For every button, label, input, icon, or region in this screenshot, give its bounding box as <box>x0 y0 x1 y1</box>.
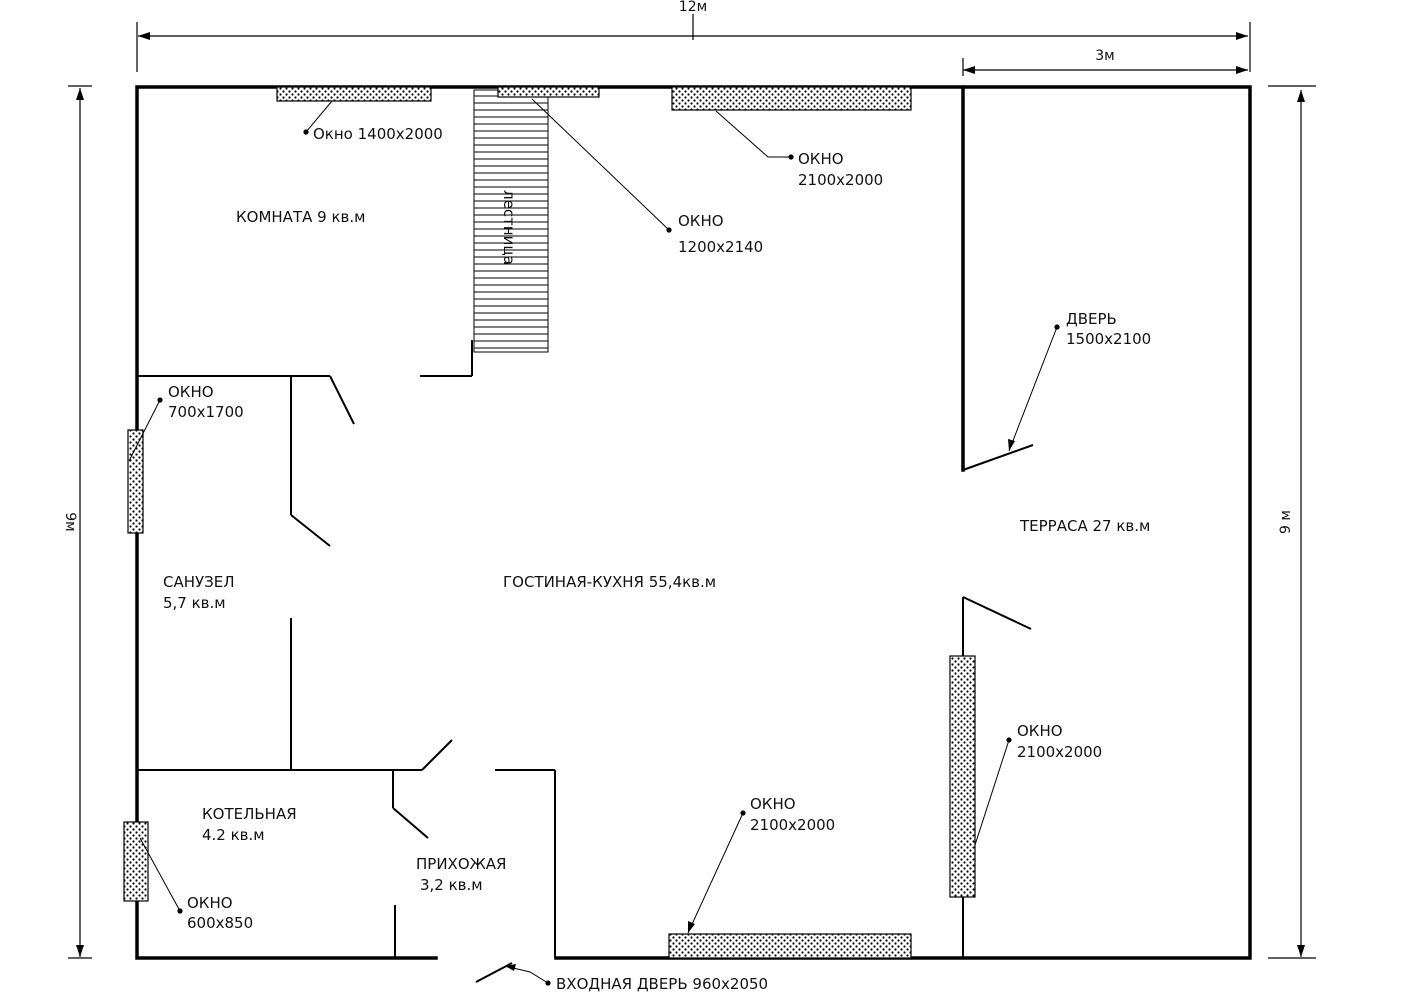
window-1200-name: ОКНО <box>678 212 724 230</box>
window-600-size: 600x850 <box>187 914 253 932</box>
window-700-size: 700x1700 <box>168 403 244 421</box>
dimension-right-label: 9 м <box>1278 510 1294 534</box>
window-2100x2000-bottom <box>668 933 912 959</box>
window-600x850 <box>123 821 149 902</box>
dimension-left: 9м <box>62 85 92 959</box>
window-700x1700 <box>127 429 144 534</box>
window-600-name: ОКНО <box>187 894 233 912</box>
window-1200-size: 1200x2140 <box>678 238 763 256</box>
window-1200x2140 <box>497 86 600 98</box>
terrace-door-size: 1500x2100 <box>1066 330 1151 348</box>
boiler-label: КОТЕЛЬНАЯ <box>202 805 297 823</box>
window-1400x2000 <box>276 86 432 102</box>
leaders <box>128 98 1060 986</box>
window-2100x2000-top <box>671 86 912 111</box>
room-door <box>329 375 355 425</box>
interior-walls <box>137 340 556 958</box>
boiler-area: 4.2 кв.м <box>202 826 265 844</box>
room-label: КОМНАТА 9 кв.м <box>236 208 365 226</box>
dimension-top-label: 12м <box>679 0 707 15</box>
dimension-right: 9 м <box>1268 85 1316 959</box>
hall-door <box>421 739 453 771</box>
window-right-size: 2100x2000 <box>1017 743 1102 761</box>
dimension-left-label: 9м <box>62 512 78 531</box>
door-swings <box>290 375 1034 983</box>
bathroom-label: САНУЗЕЛ <box>163 573 235 591</box>
window-right-name: ОКНО <box>1017 722 1063 740</box>
window-top-name: ОКНО <box>798 150 844 168</box>
bathroom-area: 5,7 кв.м <box>163 594 226 612</box>
terrace-label: ТЕРРАСА 27 кв.м <box>1019 517 1150 535</box>
bathroom-door <box>290 514 331 547</box>
dimension-terrace: 3м <box>962 48 1248 76</box>
hall-area: 3,2 кв.м <box>420 876 483 894</box>
window-2100x2000-right <box>949 655 976 898</box>
terrace-door-name: ДВЕРЬ <box>1066 310 1117 328</box>
window-bottom-size: 2100x2000 <box>750 816 835 834</box>
terrace-door-leaf-top <box>962 444 1034 471</box>
living-kitchen-label: ГОСТИНАЯ-КУХНЯ 55,4кв.м <box>503 573 716 591</box>
hall-label: ПРИХОЖАЯ <box>416 855 506 873</box>
stairs-label: лестница <box>500 190 518 265</box>
window-1400-label: Окно 1400x2000 <box>313 125 443 143</box>
entrance-door-label: ВХОДНАЯ ДВЕРЬ 960x2050 <box>556 975 768 993</box>
windows <box>123 86 976 959</box>
terrace-door-leaf-bottom <box>962 596 1032 630</box>
dimension-top: 12м <box>136 0 1251 72</box>
window-top-size: 2100x2000 <box>798 171 883 189</box>
window-700-name: ОКНО <box>168 383 214 401</box>
dimension-terrace-label: 3м <box>1095 48 1114 64</box>
staircase: лестница <box>473 89 549 353</box>
window-bottom-name: ОКНО <box>750 795 796 813</box>
boiler-door <box>392 807 429 839</box>
